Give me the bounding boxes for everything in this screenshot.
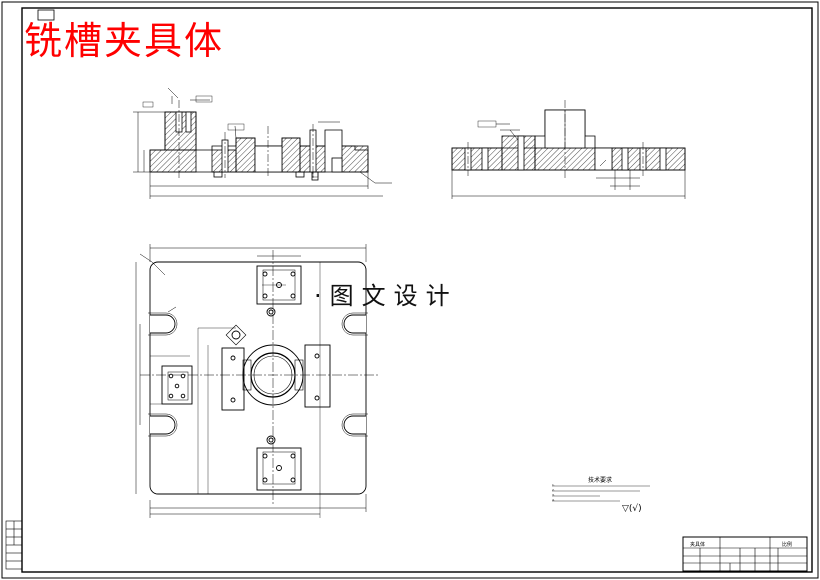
inner-frame xyxy=(21,7,813,573)
technical-requirements-title: 技术要求 xyxy=(588,477,613,484)
left-stamp-column xyxy=(5,520,23,570)
front-section-view xyxy=(133,87,392,199)
drawing-code-box xyxy=(37,9,55,21)
watermark-text: ·图文设计 xyxy=(314,282,458,310)
title-block-part-name: 夹具体 xyxy=(690,542,706,548)
requirement-item: 3. xyxy=(552,493,555,497)
surface-roughness-symbol: ▽(√) xyxy=(622,504,642,514)
requirement-item: 1. xyxy=(552,483,555,487)
drawing-title: 铣槽夹具体 xyxy=(24,19,225,63)
requirement-item: 4. xyxy=(552,498,555,502)
plan-view xyxy=(135,244,378,518)
title-block-scale-label: 比例 xyxy=(782,542,793,548)
requirement-lines xyxy=(552,485,650,502)
technical-requirements-list: 1. 2. 3. 4. xyxy=(552,483,647,503)
side-section-view xyxy=(451,100,686,199)
title-block xyxy=(682,536,808,572)
requirement-item: 2. xyxy=(552,488,555,492)
